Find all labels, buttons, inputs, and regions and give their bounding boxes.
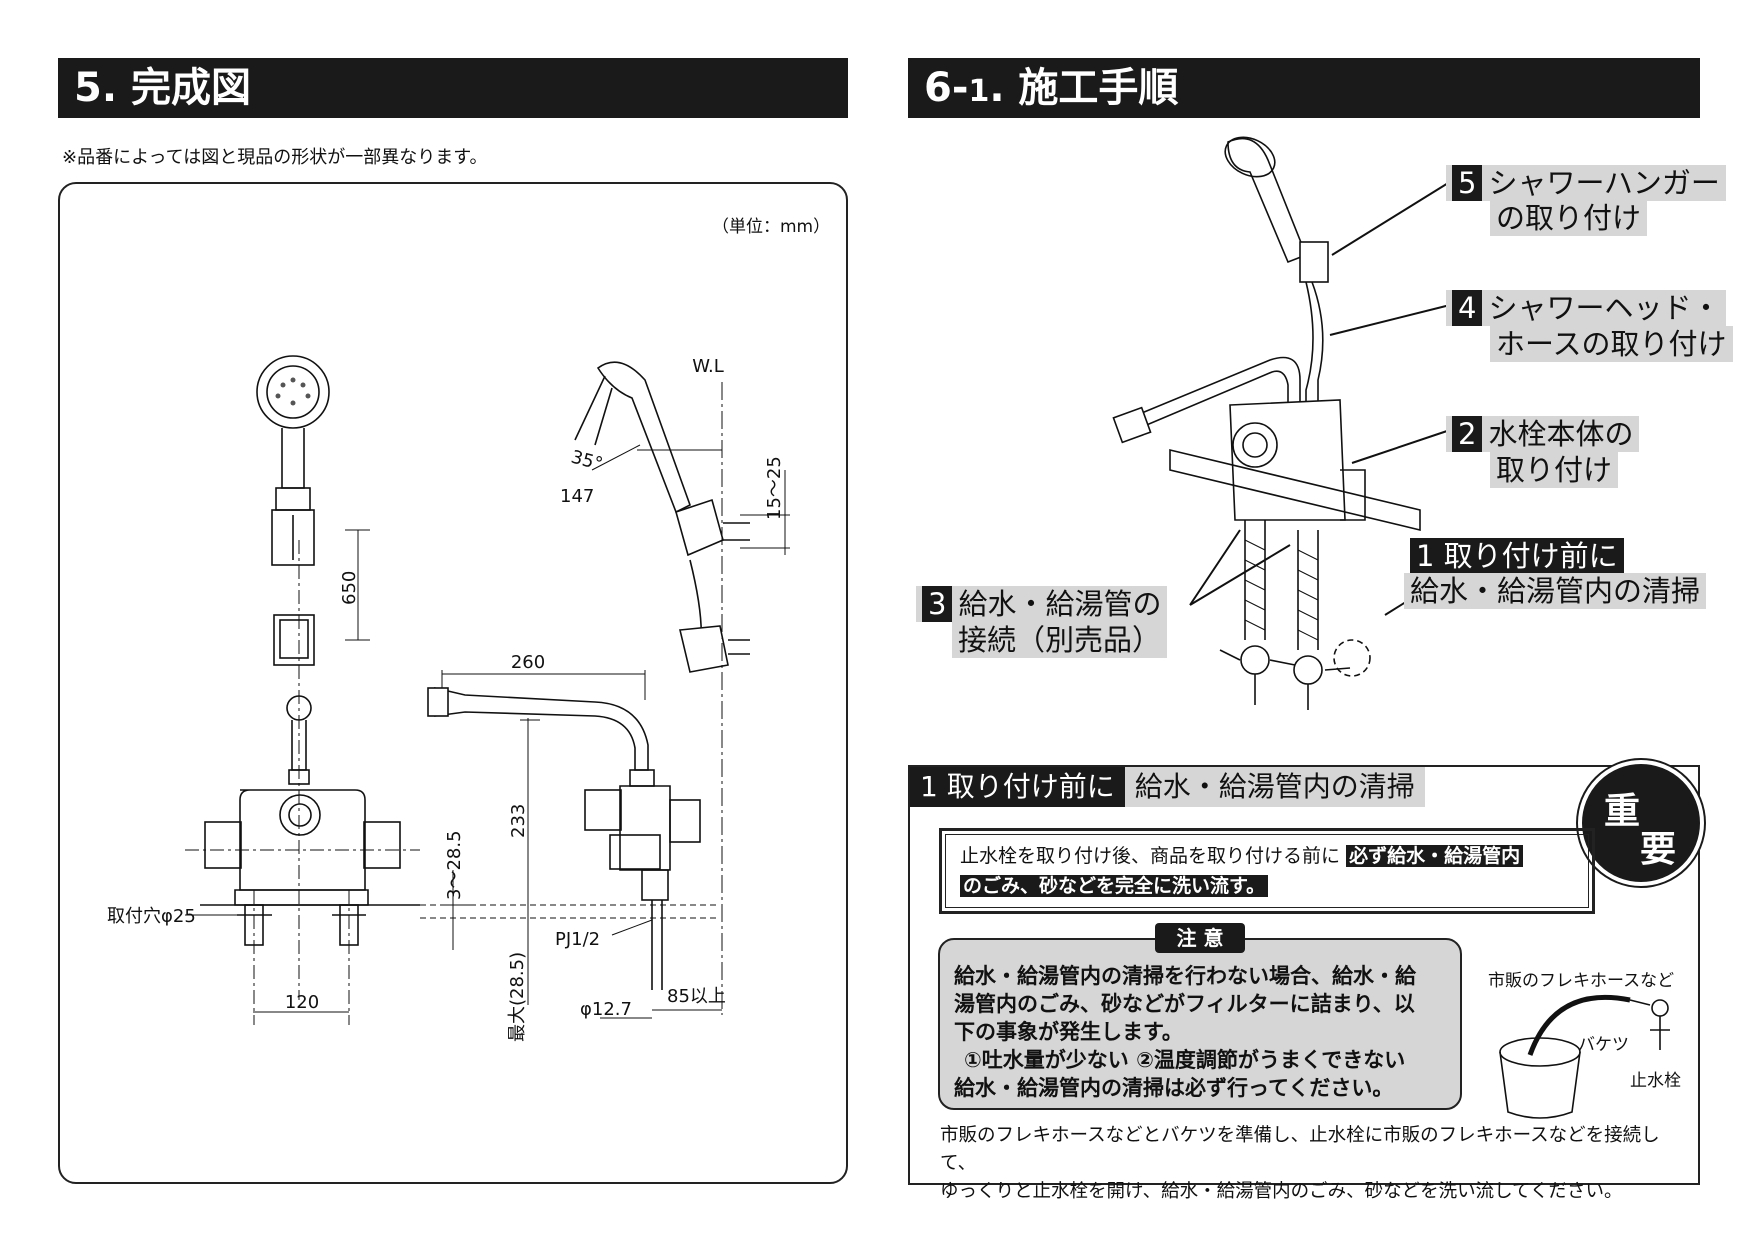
flex-hose-label: 市販のフレキホースなど: [1488, 971, 1675, 991]
must-flush-text: 止水栓を取り付け後、商品を取り付ける前に: [960, 845, 1341, 867]
valve-body-side: [619, 785, 671, 871]
caution-line-1: 給水・給湯管内の清掃を行わない場合、給水・給: [954, 964, 1416, 988]
must-flush-box: 止水栓を取り付け後、商品を取り付ける前に 必ず給水・給湯管内 のごみ、砂などを完…: [939, 828, 1595, 914]
step1-label-line2: 給水・給湯管内の清掃: [1404, 573, 1707, 609]
cleaning-title: 1 取り付け前に給水・給湯管内の清掃: [910, 767, 1425, 807]
bracket-gap-dim: 15～25: [764, 456, 785, 520]
pitch-dim: 120: [285, 992, 319, 1013]
caution-line-5: 給水・給湯管内の清掃は必ず行ってください。: [954, 1076, 1394, 1100]
unit-label: （単位：mm）: [712, 217, 831, 237]
caution-box: 給水・給湯管内の清掃を行わない場合、給水・給 湯管内のごみ、砂などがフィルターに…: [938, 938, 1462, 1110]
step5-label-line2: の取り付け: [1490, 200, 1648, 236]
flush-instructions-line-2: ゆっくりと止水栓を開け、給水・給湯管内のごみ、砂などを洗い流してください。: [940, 1181, 1623, 1202]
hanger-pitch-dim: 650: [339, 571, 360, 605]
section6-title-small: 1: [968, 74, 990, 109]
section5-header: 5. 完成図: [58, 58, 848, 118]
cleaning-title-text: 給水・給湯管内の清掃: [1124, 767, 1425, 807]
caution-tag: 注 意: [1155, 923, 1245, 953]
step4-label-line2: ホースの取り付け: [1490, 326, 1733, 362]
step4-line1: シャワーヘッド・: [1488, 291, 1721, 325]
completion-drawing-panel: [58, 182, 848, 1184]
clearance-dim: 85以上: [667, 986, 726, 1007]
important-char-1: 重: [1604, 791, 1641, 832]
cleaning-panel: 1 取り付け前に給水・給湯管内の清掃: [908, 765, 1700, 1185]
cleaning-title-step: 1 取り付け前に: [910, 767, 1125, 807]
max-dim: 最大(28.5): [507, 952, 528, 1042]
caution-line-4: ①吐水量が少ない ②温度調節がうまくできない: [964, 1048, 1406, 1072]
flush-instructions-line-1: 市販のフレキホースなどとバケツを準備し、止水栓に市販のフレキホースなどを接続して…: [940, 1125, 1660, 1174]
important-char-2: 要: [1640, 829, 1677, 870]
shower-head-side: [596, 361, 691, 514]
step1-label: 1 取り付け前に: [1410, 538, 1624, 574]
step3-number: 3: [922, 586, 953, 622]
must-flush-highlight-2: のごみ、砂などを完全に洗い流す。: [960, 875, 1269, 897]
step3-label-line2: 接続（別売品）: [952, 622, 1168, 658]
caution-line-2: 湯管内のごみ、砂などがフィルターに詰まり、以: [954, 992, 1415, 1016]
step5-line1: シャワーハンガー: [1488, 166, 1720, 200]
pipe-dim: φ12.7: [580, 999, 632, 1020]
stop-valve-label: 止水栓: [1630, 1071, 1681, 1091]
section5-title: 5. 完成図: [74, 65, 251, 111]
pj-label: PJ1/2: [555, 929, 600, 950]
step5-number: 5: [1452, 165, 1483, 201]
section6-header: 6-1. 施工手順: [908, 58, 1700, 118]
hole-dim: 取付穴φ25: [107, 906, 196, 927]
must-flush-highlight-1: 必ず給水・給湯管内: [1346, 845, 1524, 867]
wl-label: W.L: [692, 356, 723, 377]
step2-line1: 水栓本体の: [1488, 417, 1634, 451]
bucket-label: バケツ: [1578, 1035, 1629, 1055]
flush-instructions: 市販のフレキホースなどとバケツを準備し、止水栓に市販のフレキホースなどを接続して…: [940, 1122, 1690, 1206]
section6-title-main: 6-: [924, 65, 969, 111]
section6-title-rest: . 施工手順: [989, 65, 1179, 111]
shape-note: ※品番によっては図と現品の形状が一部異なります。: [62, 147, 488, 168]
spout-dim: 260: [511, 652, 545, 673]
step2-number: 2: [1452, 416, 1483, 452]
hose-dim: 147: [560, 486, 594, 507]
step3-line1: 給水・給湯管の: [958, 587, 1162, 621]
caution-line-3: 下の事象が発生します。: [954, 1020, 1183, 1044]
important-badge: 重 要: [1578, 760, 1704, 886]
range-dim: 3～28.5: [444, 830, 465, 900]
spout-height-dim: 233: [508, 804, 529, 838]
step2-label-line2: 取り付け: [1490, 452, 1619, 488]
step4-number: 4: [1452, 290, 1483, 326]
